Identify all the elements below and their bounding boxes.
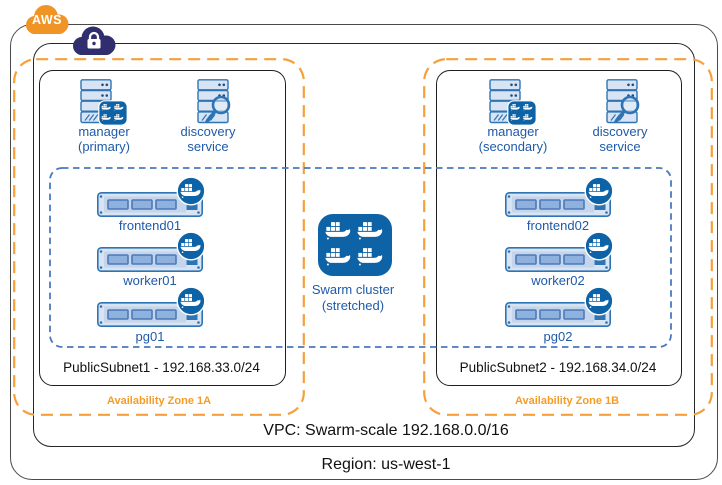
docker-badge-icon [584, 286, 614, 316]
subnet1-box [39, 70, 286, 386]
docker-badge-icon [584, 231, 614, 261]
az-1b-boundary [423, 58, 713, 416]
discovery-service-label-1b: discovery service [592, 124, 648, 154]
node-label: frontend01 [118, 218, 182, 233]
manager-primary-label: manager (primary) [78, 124, 130, 154]
region-label: Region: us-west-1 [321, 456, 451, 473]
magnifier-icon-1a [205, 95, 231, 124]
docker-manager-badge-icon [98, 100, 128, 126]
subnet1-label: PublicSubnet1 - 192.168.33.0/24 [63, 360, 260, 375]
node-label: pg02 [543, 329, 573, 344]
docker-manager-badge-icon [507, 100, 537, 126]
discovery-service-label-1a: discovery service [180, 124, 236, 154]
az-1b-label: Availability Zone 1B [514, 395, 620, 407]
swarm-cluster-icon [318, 214, 392, 276]
aws-logo-icon [26, 5, 69, 34]
swarm-cluster-label: Swarm cluster (stretched) [311, 282, 395, 313]
subnet2-box [436, 70, 682, 386]
az-1a-label: Availability Zone 1A [106, 395, 212, 407]
docker-badge-icon [176, 176, 206, 206]
vpc-label: VPC: Swarm-scale 192.168.0.0/16 [263, 422, 509, 439]
swarm-stretch-boundary [49, 167, 672, 348]
node-label: pg01 [135, 329, 165, 344]
subnet2-label: PublicSubnet2 - 192.168.34.0/24 [459, 360, 657, 375]
az-1a-boundary [13, 58, 305, 416]
docker-badge-icon [176, 286, 206, 316]
magnifier-icon-1b [614, 95, 640, 124]
node-label: worker02 [531, 273, 585, 288]
docker-badge-icon [176, 231, 206, 261]
aws-logo-text: AWS [32, 13, 62, 27]
docker-badge-icon [584, 176, 614, 206]
node-label: worker01 [123, 273, 177, 288]
region-boundary [10, 24, 718, 480]
vpc-lock-cloud-icon [73, 26, 116, 55]
vpc-boundary [33, 43, 695, 447]
node-label: frontend02 [526, 218, 590, 233]
manager-secondary-label: manager (secondary) [478, 124, 548, 154]
